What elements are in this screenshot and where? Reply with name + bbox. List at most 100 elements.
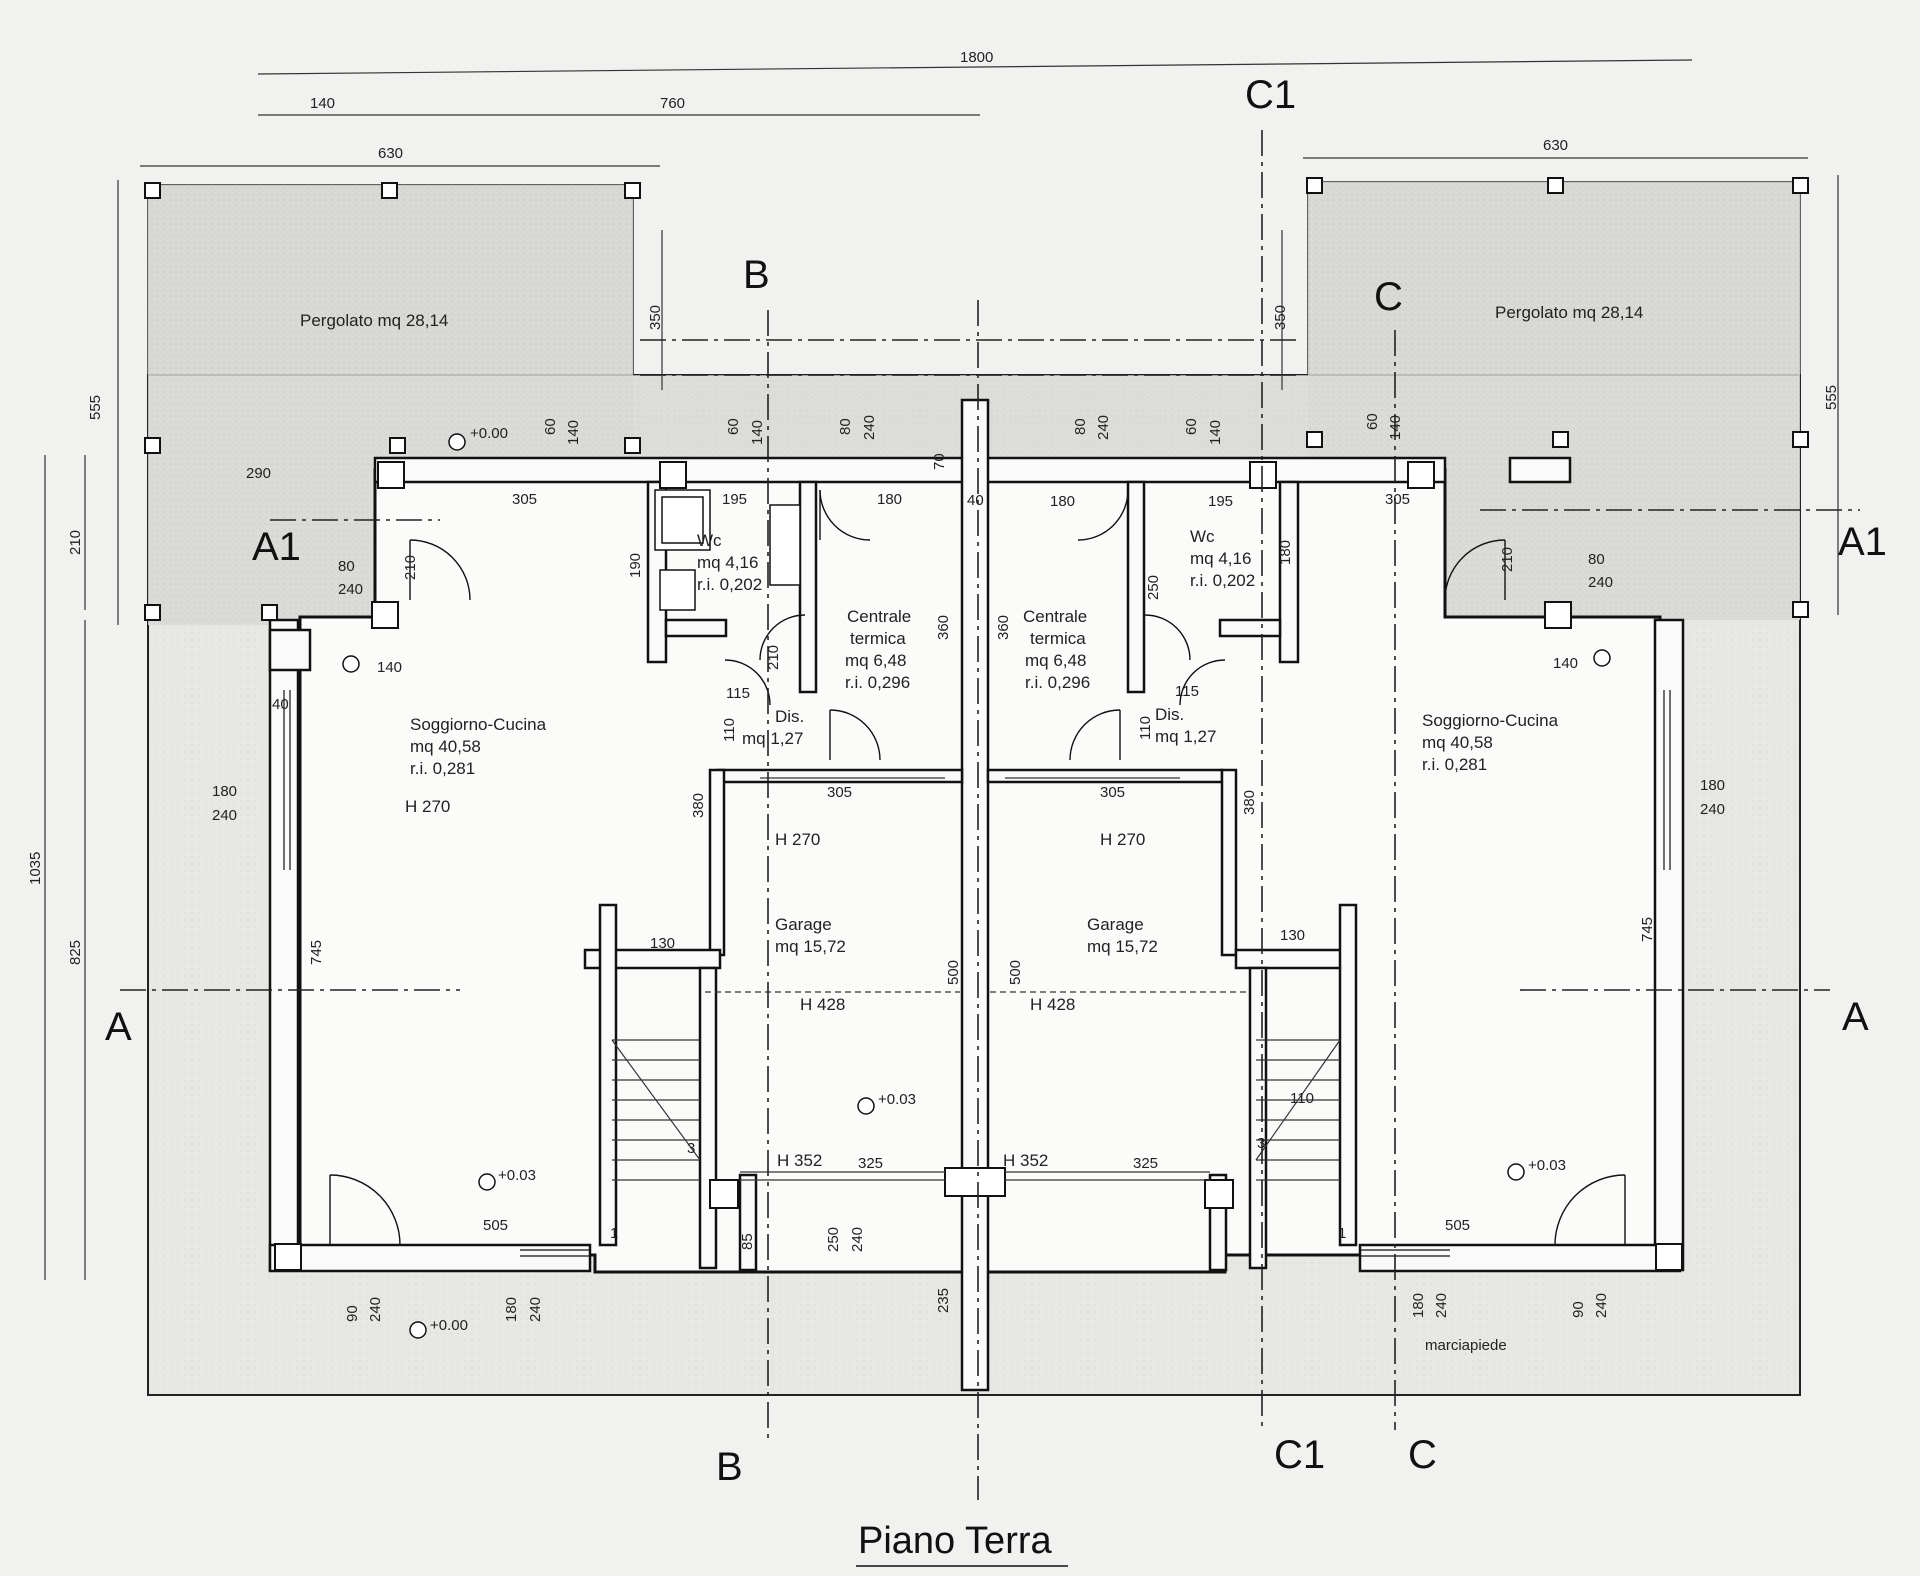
dim-210-door-right: 210	[1499, 547, 1516, 572]
section-c1-top: C1	[1245, 73, 1296, 117]
dim-500-b: 500	[1007, 960, 1024, 985]
dim-745-b: 745	[1639, 917, 1656, 942]
section-a1-right: A1	[1838, 520, 1887, 564]
dim-180-win-right: 180	[1700, 777, 1725, 794]
garage-right-name: Garage	[1087, 915, 1144, 934]
garage-left-area: mq 15,72	[775, 937, 846, 956]
dim-total: 1800	[960, 49, 993, 66]
dim-110-stair: 110	[1290, 1090, 1314, 1107]
dim-1-a: 1	[610, 1225, 618, 1242]
dim-240-f: 240	[1433, 1293, 1450, 1318]
dim-3-a: 3	[687, 1140, 695, 1157]
living-left-name: Soggiorno-Cucina	[410, 715, 547, 734]
dim-80-a: 80	[837, 418, 854, 435]
wc-left-name: Wc	[697, 531, 722, 550]
dim-505-a: 505	[483, 1217, 508, 1234]
dim-745-a: 745	[308, 940, 325, 965]
wc-right-ri: r.i. 0,202	[1190, 571, 1255, 590]
garage-left-name: Garage	[775, 915, 832, 934]
dis-right-area: mq 1,27	[1155, 727, 1216, 746]
dim-140-living-left: 140	[377, 659, 402, 676]
dim-85: 85	[739, 1233, 756, 1250]
section-a-right: A	[1842, 995, 1869, 1039]
dim-80-door-left: 80	[338, 558, 355, 575]
wc-left-ri: r.i. 0,202	[697, 575, 762, 594]
dim-140-b: 140	[749, 420, 766, 445]
dim-350-left: 350	[647, 305, 664, 330]
dim-180-b: 180	[1050, 493, 1075, 510]
dim-130-b: 130	[1280, 927, 1305, 944]
dim-210-dis: 210	[765, 645, 782, 670]
garage-door-lines	[705, 777, 1250, 1181]
section-lines	[120, 130, 1860, 1500]
dis-left-area: mq 1,27	[742, 729, 803, 748]
dim-760: 760	[660, 95, 685, 112]
dim-825: 825	[67, 940, 84, 965]
dim-180-e: 180	[1410, 1293, 1427, 1318]
ct-right-area: mq 6,48	[1025, 651, 1086, 670]
garage-right-h2: H 428	[1030, 995, 1075, 1014]
level-2: +0.03	[498, 1167, 536, 1184]
dim-70: 70	[931, 453, 948, 470]
dim-630-left: 630	[378, 145, 403, 162]
living-right-name: Soggiorno-Cucina	[1422, 711, 1559, 730]
drawing-title: Piano Terra	[858, 1520, 1053, 1562]
dim-195-b: 195	[1208, 493, 1233, 510]
dim-180-d: 180	[503, 1297, 520, 1322]
level-markers	[342, 433, 1611, 1339]
ct-right-name2: termica	[1030, 629, 1086, 648]
sidewalk-label: marciapiede	[1425, 1337, 1507, 1354]
dim-180-win-left: 180	[212, 783, 237, 800]
dim-240-door-right: 240	[1588, 574, 1613, 591]
dim-305-b: 305	[1385, 491, 1410, 508]
garage-left-h1: H 270	[775, 830, 820, 849]
dim-140-d: 140	[1387, 415, 1404, 440]
dimension-lines	[44, 59, 1839, 1280]
dim-500-a: 500	[945, 960, 962, 985]
section-b-bottom: B	[716, 1445, 743, 1489]
pillars	[144, 177, 1809, 1271]
dim-240-a: 240	[861, 415, 878, 440]
ct-left-area: mq 6,48	[845, 651, 906, 670]
garage-right-area: mq 15,72	[1087, 937, 1158, 956]
living-right-ri: r.i. 0,281	[1422, 755, 1487, 774]
section-b-top: B	[743, 253, 770, 297]
ct-right-name1: Centrale	[1023, 607, 1087, 626]
dim-360-b: 360	[995, 615, 1012, 640]
dim-130-a: 130	[650, 935, 675, 952]
section-c-bottom: C	[1408, 1433, 1437, 1477]
wc-right-area: mq 4,16	[1190, 549, 1251, 568]
dim-240-door-left: 240	[338, 581, 363, 598]
dis-left-name: Dis.	[775, 707, 804, 726]
dim-250: 250	[1145, 575, 1162, 600]
dim-250-b: 250	[825, 1227, 842, 1252]
dim-110-a: 110	[721, 718, 738, 742]
wc-right-name: Wc	[1190, 527, 1215, 546]
dim-90-b: 90	[1570, 1301, 1587, 1318]
garage-right-h3: H 352	[1003, 1151, 1048, 1170]
dim-240-win-left: 240	[212, 807, 237, 824]
dim-325-b: 325	[1133, 1155, 1158, 1172]
dim-630-right: 630	[1543, 137, 1568, 154]
dim-240-g: 240	[1593, 1293, 1610, 1318]
dim-555-right: 555	[1823, 385, 1840, 410]
dim-240-c: 240	[367, 1297, 384, 1322]
dim-60-a: 60	[542, 418, 559, 435]
ct-right-ri: r.i. 0,296	[1025, 673, 1090, 692]
dim-380-b: 380	[1241, 790, 1258, 815]
dim-190: 190	[627, 553, 644, 578]
dim-1035: 1035	[27, 852, 44, 885]
dim-140-c: 140	[1207, 420, 1224, 445]
living-left-height: H 270	[405, 797, 450, 816]
dim-240-e: 240	[849, 1227, 866, 1252]
dim-380-a: 380	[690, 793, 707, 818]
wc-left-area: mq 4,16	[697, 553, 758, 572]
level-4: +0.00	[430, 1317, 468, 1334]
door-swings	[329, 489, 1626, 1246]
pergola-left-label: Pergolato mq 28,14	[300, 311, 448, 330]
dim-305-d: 305	[1100, 784, 1125, 801]
dim-240-d: 240	[527, 1297, 544, 1322]
living-right-area: mq 40,58	[1422, 733, 1493, 752]
dim-90-a: 90	[344, 1305, 361, 1322]
